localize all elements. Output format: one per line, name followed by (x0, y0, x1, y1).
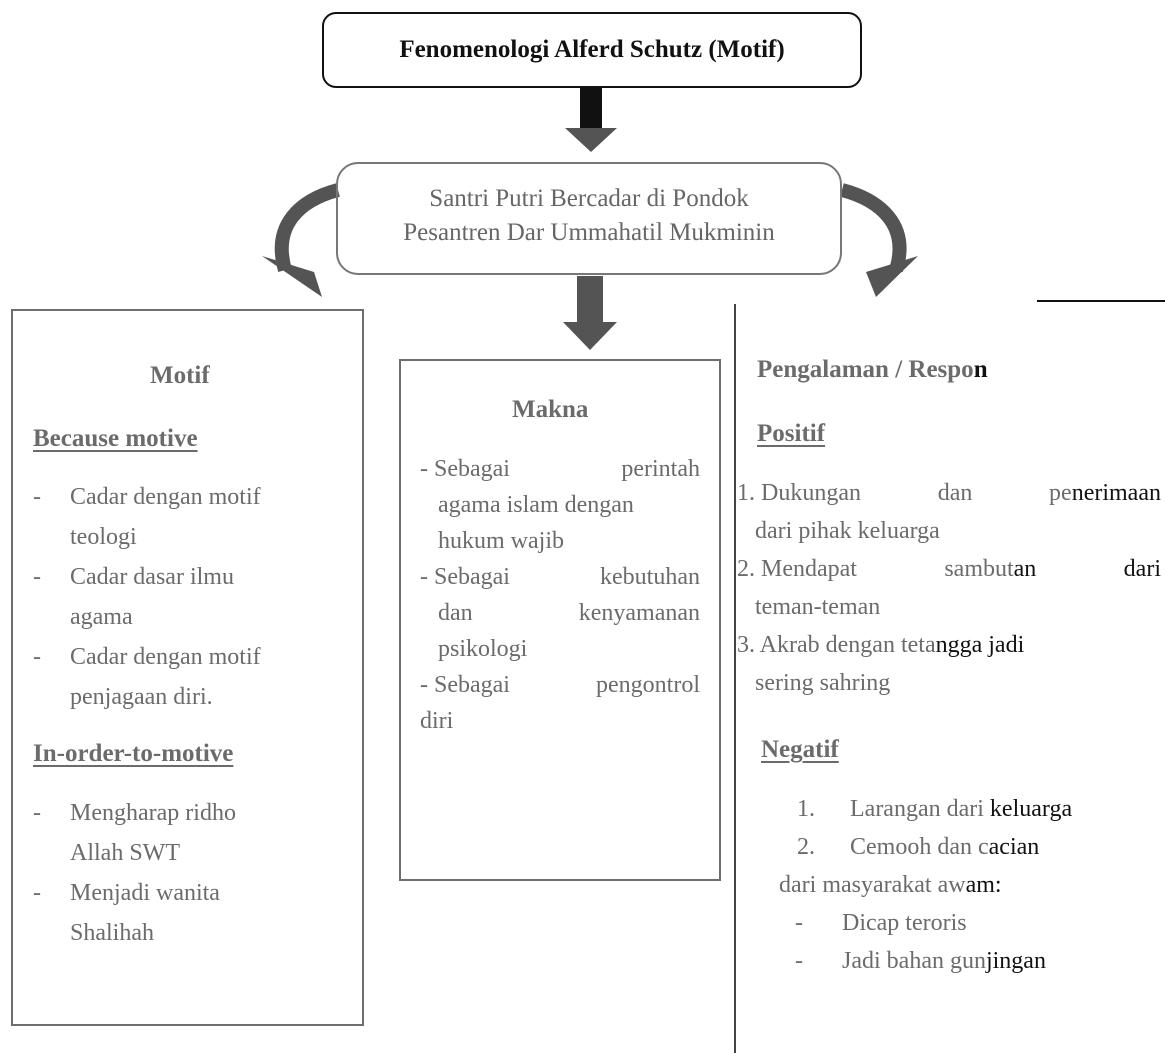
subject-box: Santri Putri Bercadar di Pondok Pesantre… (336, 162, 842, 275)
makna-item-3-word-1: - Sebagai (420, 672, 510, 698)
positif-item-1-c: pe (1049, 480, 1072, 506)
positif-item-3-line-2: sering sahring (755, 670, 891, 696)
masyarakat-line-b: am: (965, 872, 1002, 898)
makna-item-2-word-2: kebutuhan (600, 564, 700, 590)
masyarakat-line-a: dari masyarakat aw (779, 872, 966, 898)
inorder-item-2-line-2: Shalihah (70, 920, 154, 946)
positif-heading: Positif (757, 420, 826, 447)
positif-item-1-d: nerimaan (1071, 480, 1161, 506)
negatif-item-2-text-b: acian (988, 834, 1040, 860)
subject-line-2: Pesantren Dar Ummahatil Mukminin (403, 219, 775, 246)
positif-item-3-b: ngga jadi (935, 632, 1025, 658)
because-item-3-line-1: Cadar dengan motif (70, 644, 261, 670)
makna-item-1-line-2: agama islam dengan (438, 492, 634, 518)
makna-item-2-line-2b: kenyamanan (578, 600, 700, 626)
negatif-item-2-number: 2. (797, 834, 815, 860)
because-item-1-line-1: Cadar dengan motif (70, 484, 261, 510)
curved-arrow-left (262, 183, 340, 297)
because-item-3-line-2: penjagaan diri. (70, 684, 213, 710)
curved-arrow-right (840, 183, 918, 297)
motif-box (11, 309, 364, 1026)
because-item-2-line-2: agama (70, 604, 133, 630)
makna-item-1-word-1: - Sebagai (420, 456, 510, 482)
makna-item-1-word-2: perintah (621, 456, 700, 482)
pengalaman-heading: Pengalaman / Respon (757, 356, 988, 384)
makna-item-2-line-3: psikologi (438, 636, 528, 662)
because-item-1-line-2: teologi (70, 524, 137, 550)
positif-item-2-b: sambut (944, 556, 1014, 582)
positif-item-1-cd: penerimaan (1049, 480, 1161, 507)
makna-item-2-word-1: - Sebagai (420, 564, 510, 590)
diagram-title: Fenomenologi Alferd Schutz (Motif) (399, 36, 785, 63)
negatif-sub-item-2-text-b: jingan (985, 948, 1046, 974)
negatif-item-1-text-a: Larangan dari (850, 796, 990, 822)
positif-item-2-line-2: teman-teman (755, 594, 881, 620)
inorder-item-1-line-1: Mengharap ridho (70, 800, 236, 826)
motif-heading: Motif (150, 362, 210, 389)
makna-item-3-word-2: pengontrol (596, 672, 700, 698)
in-order-to-motive-heading: In-order-to-motive (33, 740, 234, 767)
makna-item-2-line-2a: dan (438, 600, 473, 626)
pengalaman-heading-part-1: Pengalaman / Respo (757, 356, 974, 383)
negatif-item-2-text-a: Cemooh dan c (850, 834, 989, 860)
title-box: Fenomenologi Alferd Schutz (Motif) (322, 12, 862, 88)
pengalaman-box (734, 304, 1165, 1053)
masyarakat-line: dari masyarakat awam: (779, 872, 1002, 899)
positif-item-3-a: 3. Akrab dengan teta (737, 632, 936, 658)
positif-item-1-a: 1. Dukungan (737, 480, 861, 506)
negatif-heading: Negatif (761, 736, 839, 763)
positif-item-2-a: 2. Mendapat (737, 556, 857, 582)
subject-line-1: Santri Putri Bercadar di Pondok (429, 185, 749, 212)
arrow-subject-to-makna (563, 276, 617, 350)
because-item-2-line-1: Cadar dasar ilmu (70, 564, 234, 590)
negatif-sub-item-2-text-a: Jadi bahan gun (842, 948, 986, 974)
pengalaman-heading-part-2: n (973, 356, 988, 383)
positif-item-2-c: an (1013, 556, 1037, 582)
positif-item-1-line-2: dari pihak keluarga (755, 518, 940, 544)
makna-heading: Makna (512, 396, 589, 423)
positif-item-2-bc: sambutan (944, 556, 1036, 583)
negatif-item-2-text: Cemooh dan cacian (850, 834, 1039, 861)
top-rule-line (1037, 300, 1165, 302)
makna-item-1-line-3: hukum wajib (438, 528, 564, 554)
makna-item-3-line-2: diri (420, 708, 454, 734)
inorder-item-1-line-2: Allah SWT (70, 840, 180, 866)
makna-box (399, 359, 721, 881)
arrow-title-to-subject (565, 88, 617, 152)
negatif-sub-item-2-text: Jadi bahan gunjingan (842, 948, 1046, 975)
inorder-item-2-line-1: Menjadi wanita (70, 880, 220, 906)
positif-item-2-d: dari (1123, 556, 1161, 582)
negatif-item-1-text: Larangan dari keluarga (850, 796, 1072, 823)
because-motive-heading: Because motive (33, 425, 198, 452)
negatif-sub-item-1-text: Dicap teroris (842, 910, 967, 936)
negatif-item-1-number: 1. (797, 796, 815, 822)
positif-item-1-b: dan (937, 480, 973, 506)
negatif-item-1-text-b: keluarga (989, 796, 1073, 822)
